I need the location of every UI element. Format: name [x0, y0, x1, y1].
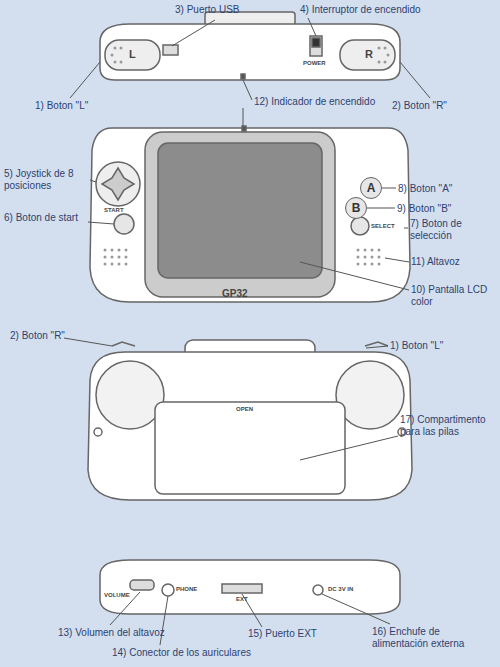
callout-label: 2) Boton "R" — [392, 100, 447, 112]
device-marking: R — [365, 48, 373, 60]
device-marking: POWER — [303, 60, 326, 66]
button-circle: A — [360, 177, 382, 199]
callout-label: 12) Indicador de encendido — [254, 96, 375, 108]
callout-label: 15) Puerto EXT — [248, 628, 317, 640]
callout-label: 9) Boton "B" — [397, 203, 451, 215]
device-marking: EXT — [236, 596, 248, 602]
callout-label: 2) Boton "R" — [10, 330, 65, 342]
callout-label: 7) Boton de selección — [410, 218, 496, 241]
device-logo: GP32 — [222, 288, 248, 299]
callout-label: 1) Boton "L" — [390, 340, 443, 352]
callout-label: 5) Joystick de 8 posiciones — [4, 168, 88, 191]
callout-label: 13) Volumen del altavoz — [58, 627, 165, 639]
device-marking: OPEN — [236, 406, 253, 412]
button-circle: B — [345, 197, 367, 219]
callout-label: 10) Pantalla LCD color — [411, 284, 495, 307]
callout-label: 6) Boton de start — [4, 212, 86, 224]
callout-label: 17) Compartimento para las pilas — [400, 414, 495, 437]
callout-label: 16) Enchufe de alimentación externa — [372, 626, 492, 649]
device-marking: L — [129, 48, 136, 60]
device-marking: SELECT — [371, 223, 395, 229]
callout-label: 14) Conector de los auriculares — [112, 647, 251, 659]
device-marking: PHONE — [176, 586, 197, 592]
device-marking: START — [104, 207, 124, 213]
callout-label: 4) Interruptor de encendido — [300, 4, 421, 16]
callout-label: 1) Boton "L" — [35, 100, 88, 112]
callout-label: 3) Puerto USB — [175, 4, 239, 16]
device-marking: DC 3V IN — [328, 586, 353, 592]
callout-label: 11) Altavoz — [411, 256, 460, 268]
callout-label: 8) Boton "A" — [398, 183, 452, 195]
button-letter: B — [352, 201, 361, 215]
button-letter: A — [367, 181, 376, 195]
device-marking: VOLUME — [104, 592, 130, 598]
